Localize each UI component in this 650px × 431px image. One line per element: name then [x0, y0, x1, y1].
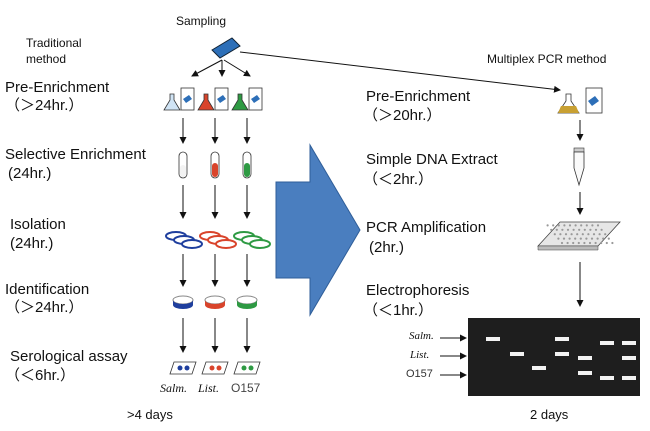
organism-label-list: List.	[198, 381, 220, 395]
gel-label-list: List.	[410, 349, 430, 361]
traditional-step-pre-enrichment-time: （＞24hr.）	[5, 97, 84, 114]
multiplex-total-duration: 2 days	[530, 407, 569, 422]
serological-slide-icons	[169, 361, 261, 375]
multiplex-step-pre-enrichment: Pre-Enrichment	[366, 88, 471, 105]
isolation-plate-stack-icons	[165, 231, 271, 249]
multiplex-method-label: Multiplex PCR method	[487, 52, 607, 66]
traditional-step-serological-assay: Serological assay	[10, 348, 128, 365]
traditional-step-identification-time: （＞24hr.）	[5, 299, 84, 316]
pre-enrichment-flask-icons	[163, 87, 263, 111]
multiplex-step-pcr-amplification-time: (2hr.)	[369, 239, 405, 256]
traditional-step-serological-assay-time: （＜6hr.）	[5, 367, 76, 384]
pcr-plate-icon	[537, 221, 621, 251]
traditional-step-isolation-time: (24hr.)	[10, 235, 54, 252]
traditional-step-pre-enrichment: Pre-Enrichment	[5, 79, 110, 96]
gel-label-o157: O157	[406, 368, 433, 380]
dna-extract-tube-icon	[573, 147, 585, 187]
fan-arrow-right	[223, 59, 251, 77]
selective-enrichment-tube-icons	[178, 151, 252, 179]
multiplex-step-electrophoresis: Electrophoresis	[366, 282, 470, 299]
gel-label-arrows	[440, 334, 467, 379]
arrow-to-multiplex	[239, 51, 561, 93]
traditional-method-label-line1: Traditional	[26, 36, 82, 50]
multiplex-step-electrophoresis-time: （＜1hr.）	[363, 302, 434, 319]
multiplex-step-pre-enrichment-time: （＞20hr.）	[363, 107, 442, 124]
organism-label-o157: O157	[231, 381, 261, 395]
identification-dish-icons	[172, 295, 258, 309]
traditional-step-isolation: Isolation	[10, 216, 66, 233]
multiplex-step-pcr-amplification: PCR Amplification	[366, 219, 487, 236]
sampling-label: Sampling	[176, 14, 227, 28]
traditional-flow-arrows	[179, 118, 251, 353]
multiplex-flask-bag-icons	[557, 87, 603, 114]
organism-label-salm: Salm.	[160, 381, 187, 395]
traditional-step-selective-enrichment: Selective Enrichment	[5, 146, 146, 163]
electrophoresis-gel-image	[468, 318, 640, 396]
multiplex-step-dna-extract: Simple DNA Extract	[366, 151, 498, 168]
multiplex-step-dna-extract-time: （＜2hr.）	[363, 171, 434, 188]
traditional-method-label-line2: method	[26, 52, 67, 66]
fan-arrow-left	[191, 59, 223, 77]
traditional-step-identification: Identification	[5, 281, 90, 298]
gel-label-salm: Salm.	[409, 330, 434, 342]
traditional-step-selective-enrichment-time: (24hr.)	[8, 165, 52, 182]
traditional-total-duration: >4 days	[127, 407, 173, 422]
sample-slide-icon	[211, 37, 241, 59]
comparison-block-arrow	[275, 143, 361, 317]
